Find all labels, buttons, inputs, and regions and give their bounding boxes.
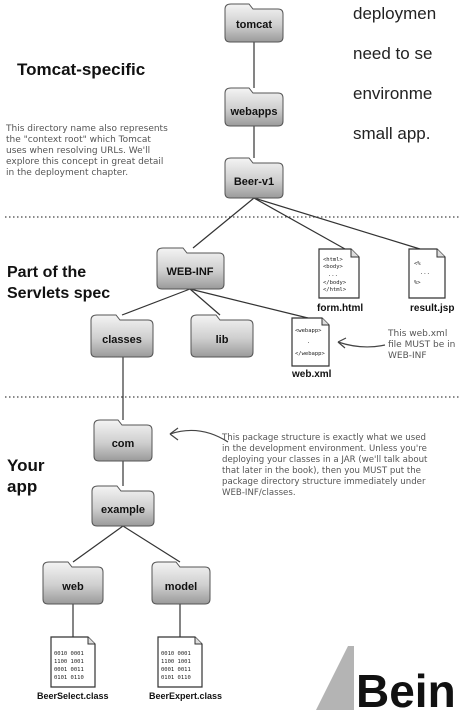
arrowhead-icon <box>337 337 347 349</box>
folder-web: web <box>42 561 104 605</box>
folder-label-webapps: webapps <box>229 106 277 118</box>
file-beerexpert-class-icon: 0010 0001 1100 1001 0001 0011 0101 0110 <box>157 636 203 688</box>
code-line: . <box>307 339 310 345</box>
note-line: in the development environment. Unless y… <box>222 444 427 454</box>
bottom-page-title: Bein <box>356 665 456 717</box>
section-heading-servlets: Part of the Servlets spec <box>7 262 110 304</box>
code-line: 0001 0011 <box>54 667 84 673</box>
code-line: 0010 0001 <box>161 651 191 657</box>
file-label-form-html: form.html <box>317 303 364 314</box>
note-line: package directory structure immediately … <box>222 477 426 487</box>
code-line: </body> <box>323 280 347 286</box>
file-label-result-jsp: result.jsp <box>410 303 455 314</box>
code-line: <% <box>414 261 421 267</box>
folder-label-beer-v1: Beer-v1 <box>234 176 274 188</box>
note-line: This directory name also represents <box>6 124 168 134</box>
code-line: 0010 0001 <box>54 651 84 657</box>
code-line: 0101 0110 <box>161 675 191 681</box>
file-label-web-xml: web.xml <box>292 369 332 380</box>
folder-label-model: model <box>165 581 197 593</box>
package-structure-note: This package structure is exactly what w… <box>222 433 458 499</box>
decorative-wedge-icon <box>316 646 354 710</box>
folder-label-web: web <box>61 581 84 593</box>
code-line: %> <box>414 280 421 286</box>
intro-text-line-2: need to se <box>353 44 433 63</box>
section-heading-line: Part of the <box>7 264 87 281</box>
file-web-xml-icon: <webapp> . </webapp> <box>291 317 330 367</box>
note-line: This web.xml <box>388 329 448 339</box>
file-result-jsp-icon: <% ... %> <box>408 248 446 299</box>
webxml-note-arrow-icon <box>337 341 386 348</box>
context-root-note: This directory name also represents the … <box>6 124 220 179</box>
folder-com: com <box>93 419 153 462</box>
section-heading-tomcat: Tomcat-specific <box>17 60 146 79</box>
section-heading-your-app: Your app <box>7 455 44 497</box>
file-form-html-icon: <html> <body> ... </body> </html> <box>318 248 360 299</box>
section-heading-line: Your <box>7 456 45 475</box>
note-line: file MUST be in <box>388 340 456 350</box>
intro-text-line-1: deploymen <box>353 4 437 23</box>
folder-webapps: webapps <box>224 87 284 127</box>
intro-text-line-3: environme <box>353 84 433 103</box>
folder-model: model <box>151 561 211 605</box>
note-line: explore this concept in great detail <box>6 157 164 167</box>
folder-label-com: com <box>112 438 135 450</box>
folder-label-lib: lib <box>216 334 229 346</box>
package-note-arrow-icon <box>169 429 229 443</box>
code-line: 1100 1001 <box>161 659 191 665</box>
code-line: </html> <box>323 287 347 293</box>
folder-classes: classes <box>90 314 154 358</box>
note-line: uses when resolving URLs. We'll <box>6 146 151 156</box>
folder-tomcat: tomcat <box>224 3 284 43</box>
note-line: WEB-INF/classes. <box>222 488 296 498</box>
folder-beer-v1: Beer-v1 <box>224 157 284 199</box>
note-line: the "context root" which Tomcat <box>6 135 151 145</box>
note-line: WEB-INF <box>388 351 427 361</box>
folder-label-example: example <box>101 504 145 516</box>
code-line: <webapp> <box>295 328 322 334</box>
code-line: <body> <box>323 264 344 270</box>
folder-label-classes: classes <box>102 334 142 346</box>
file-label-beerexpert-class: BeerExpert.class <box>149 691 223 701</box>
note-line: deploying your classes in a JAR (we'll t… <box>222 455 428 465</box>
code-line: 0101 0110 <box>54 675 84 681</box>
note-line: that later in the book), then you MUST p… <box>222 466 421 476</box>
folder-example: example <box>91 485 155 527</box>
folder-web-inf: WEB-INF <box>156 247 225 290</box>
file-beerselect-class-icon: 0010 0001 1100 1001 0001 0011 0101 0110 <box>50 636 96 688</box>
code-line: </webapp> <box>295 351 325 357</box>
section-heading-line: app <box>7 477 38 496</box>
section-heading-line: Servlets spec <box>7 285 111 302</box>
webxml-note: This web.xml file MUST be in WEB-INF <box>388 329 459 362</box>
folder-lib: lib <box>190 314 254 358</box>
code-line: 0001 0011 <box>161 667 191 673</box>
note-line: This package structure is exactly what w… <box>222 433 426 443</box>
code-line: ... <box>420 270 430 276</box>
folder-label-web-inf: WEB-INF <box>166 266 213 278</box>
arrowhead-icon <box>169 427 179 441</box>
file-label-beerselect-class: BeerSelect.class <box>37 691 109 701</box>
code-line: <html> <box>323 257 344 263</box>
tree-connectors <box>72 42 421 637</box>
code-line: ... <box>328 272 338 278</box>
folder-label-tomcat: tomcat <box>236 19 272 31</box>
intro-text-line-4: small app. <box>353 124 431 143</box>
note-line: in the deployment chapter. <box>6 168 129 178</box>
code-line: 1100 1001 <box>54 659 84 665</box>
